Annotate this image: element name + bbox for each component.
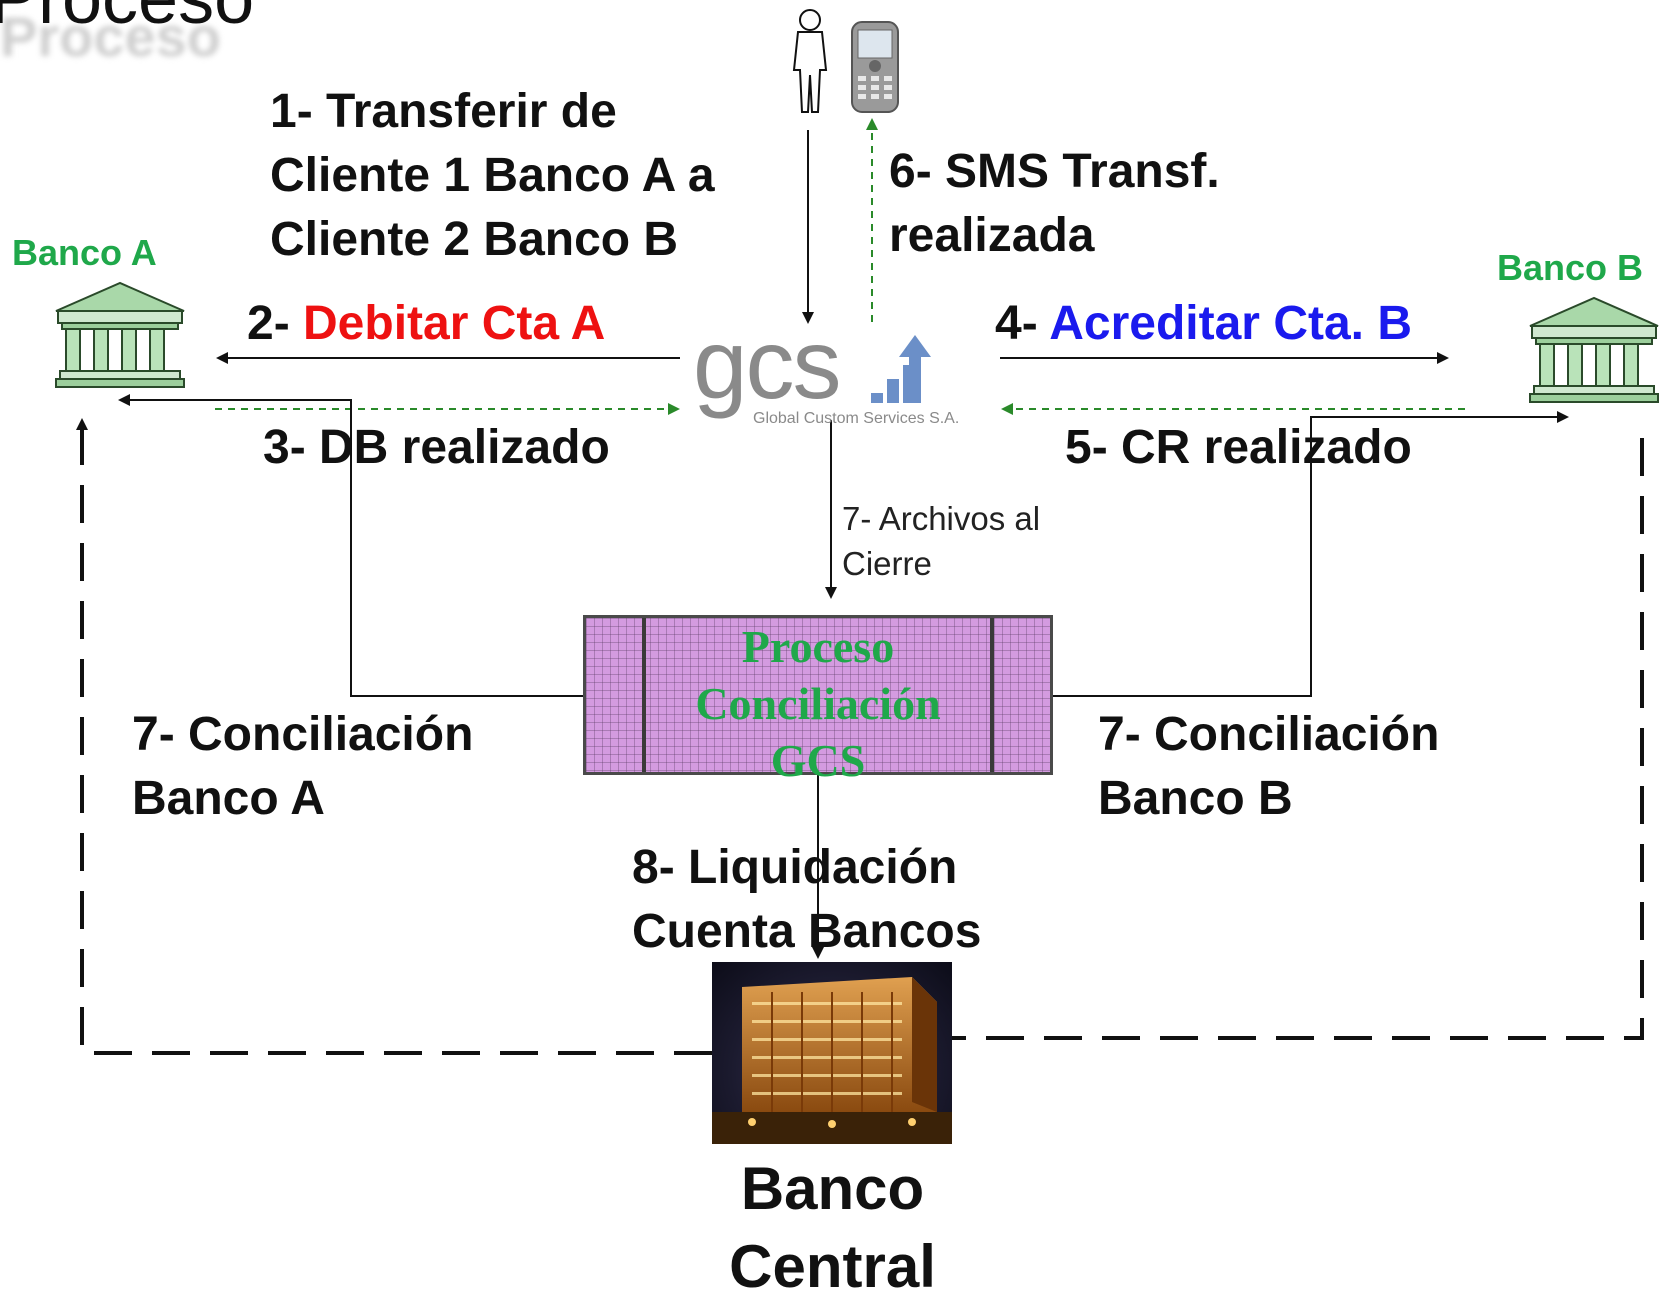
- page-title: Proceso: [0, 0, 254, 40]
- step6-line2: realizada: [889, 209, 1095, 262]
- step1-line3: Cliente 2 Banco B: [270, 213, 679, 266]
- step1-label: 1- Transferir de Cliente 1 Banco A a Cli…: [270, 80, 715, 272]
- step2-label: 2- Debitar Cta A: [247, 292, 605, 356]
- bank-a-label: Banco A: [12, 232, 157, 273]
- process-line2: Conciliación: [695, 678, 941, 729]
- gcs-logo-word: gcs: [693, 309, 842, 419]
- step7a-line2: Banco A: [132, 772, 325, 825]
- central-bank-label: Banco Central: [690, 1150, 975, 1306]
- step7b-line1: 7- Conciliación: [1098, 708, 1440, 761]
- step3-label: 3- DB realizado: [263, 421, 610, 474]
- process-conciliacion-box: Proceso Conciliación GCS: [583, 615, 1053, 786]
- step8-line1: 8- Liquidación: [632, 841, 958, 894]
- central-bank-line2: Central: [729, 1233, 936, 1300]
- central-bank-line1: Banco: [740, 1155, 925, 1222]
- step7-archivos-line2: Cierre: [842, 545, 932, 582]
- bank-building-icon: [1529, 296, 1659, 403]
- step7-conciliacion-b-label: 7- Conciliación Banco B: [1098, 703, 1439, 831]
- dashed-central-to-b: [870, 420, 1644, 1040]
- step4-credit-text: Acreditar Cta. B: [1049, 297, 1412, 350]
- step7b-line2: Banco B: [1098, 772, 1293, 825]
- step4-prefix: 4-: [995, 297, 1050, 350]
- title-shadow: Proceso: [0, 5, 221, 68]
- dashed-central-to-a: [76, 418, 712, 1055]
- step5-label: 5- CR realizado: [1065, 421, 1412, 474]
- step8-line2: Cuenta Bancos: [632, 905, 982, 958]
- gcs-logo-icon: gcs Global Custom Services S.A.: [693, 309, 973, 435]
- step7-archivos-line1: 7- Archivos al: [842, 500, 1041, 537]
- step7a-line1: 7- Conciliación: [132, 708, 474, 761]
- process-line3: GCS: [770, 735, 866, 786]
- step7-archivos-label: 7- Archivos al Cierre: [842, 496, 1040, 586]
- bank-b-label: Banco B: [1497, 247, 1644, 288]
- process-box-divider-left: [642, 618, 646, 772]
- gcs-logo-subtitle: Global Custom Services S.A.: [753, 410, 960, 427]
- step7-conciliacion-a-label: 7- Conciliación Banco A: [132, 703, 473, 831]
- gcs-logo-bars: [871, 335, 931, 403]
- step1-line2: Cliente 1 Banco A a: [270, 149, 715, 202]
- step6-label: 6- SMS Transf. realizada: [889, 140, 1220, 268]
- step2-prefix: 2-: [247, 297, 304, 350]
- process-box-text: Proceso Conciliación GCS: [586, 618, 1050, 789]
- central-bank-building-drawing: [712, 977, 952, 1144]
- step6-line1: 6- SMS Transf.: [889, 145, 1220, 198]
- step1-line1: 1- Transferir de: [270, 85, 617, 138]
- line-conciliacion-b: [1053, 411, 1569, 697]
- person-icon: [792, 9, 828, 113]
- line-conciliacion-a: [118, 394, 583, 697]
- process-line1: Proceso: [741, 621, 895, 672]
- central-bank-photo: [712, 962, 952, 1144]
- process-box-divider-right: [990, 618, 994, 772]
- step4-label: 4- Acreditar Cta. B: [995, 292, 1412, 356]
- step8-label: 8- Liquidación Cuenta Bancos: [632, 836, 981, 964]
- step2-debit-text: Debitar Cta A: [303, 297, 606, 350]
- bank-building-icon: [55, 281, 185, 388]
- mobile-phone-icon: [851, 21, 899, 113]
